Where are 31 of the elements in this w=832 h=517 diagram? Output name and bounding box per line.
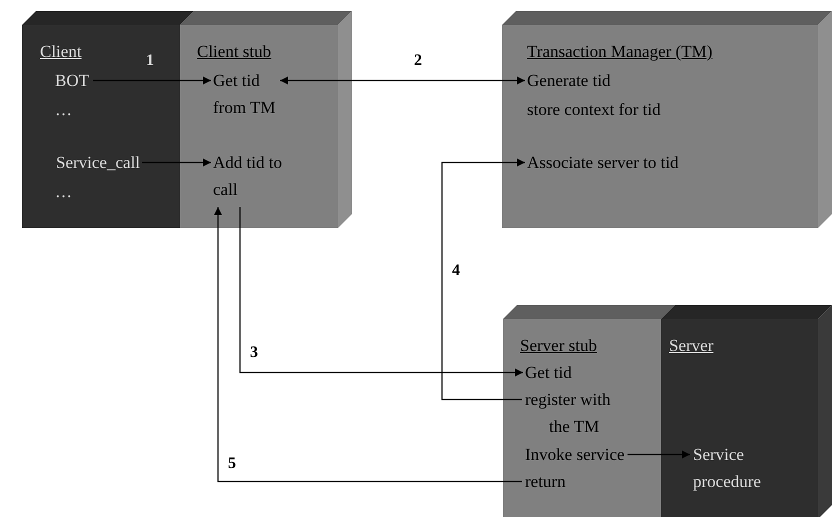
step-text: Service_call bbox=[56, 149, 140, 176]
step-text: BOT bbox=[55, 67, 89, 94]
block-heading: Server stub bbox=[520, 335, 597, 357]
arrow bbox=[93, 76, 211, 84]
block-heading: Server bbox=[669, 335, 714, 357]
step-text: store context for tid bbox=[527, 96, 661, 123]
step-text: Generate tid bbox=[527, 67, 611, 94]
step-text: Service procedure bbox=[693, 441, 788, 495]
edge-label: 5 bbox=[228, 455, 236, 473]
arrow bbox=[280, 76, 525, 84]
edge-label: 4 bbox=[452, 262, 460, 280]
step-text: register with the TM bbox=[525, 386, 631, 440]
edge-label: 1 bbox=[146, 52, 154, 70]
step-text: … bbox=[55, 178, 72, 205]
edge-label: 3 bbox=[250, 344, 258, 362]
step-text: Add tid to call bbox=[213, 149, 295, 203]
arrow bbox=[142, 158, 211, 166]
step-text: Get tid from TM bbox=[213, 67, 285, 121]
step-text: return bbox=[525, 468, 566, 495]
step-text: Invoke service bbox=[525, 441, 625, 468]
arrow bbox=[628, 450, 690, 458]
arrow bbox=[441, 158, 525, 400]
step-text: … bbox=[55, 96, 72, 123]
step-text: Get tid bbox=[525, 359, 572, 386]
block-heading: Client stub bbox=[197, 41, 272, 63]
edge-label: 2 bbox=[414, 52, 422, 70]
block-heading: Client bbox=[40, 41, 82, 63]
arrow bbox=[214, 207, 522, 482]
arrow bbox=[239, 207, 523, 376]
block-heading: Transaction Manager (TM) bbox=[527, 41, 712, 63]
step-text: Associate server to tid bbox=[527, 149, 679, 176]
